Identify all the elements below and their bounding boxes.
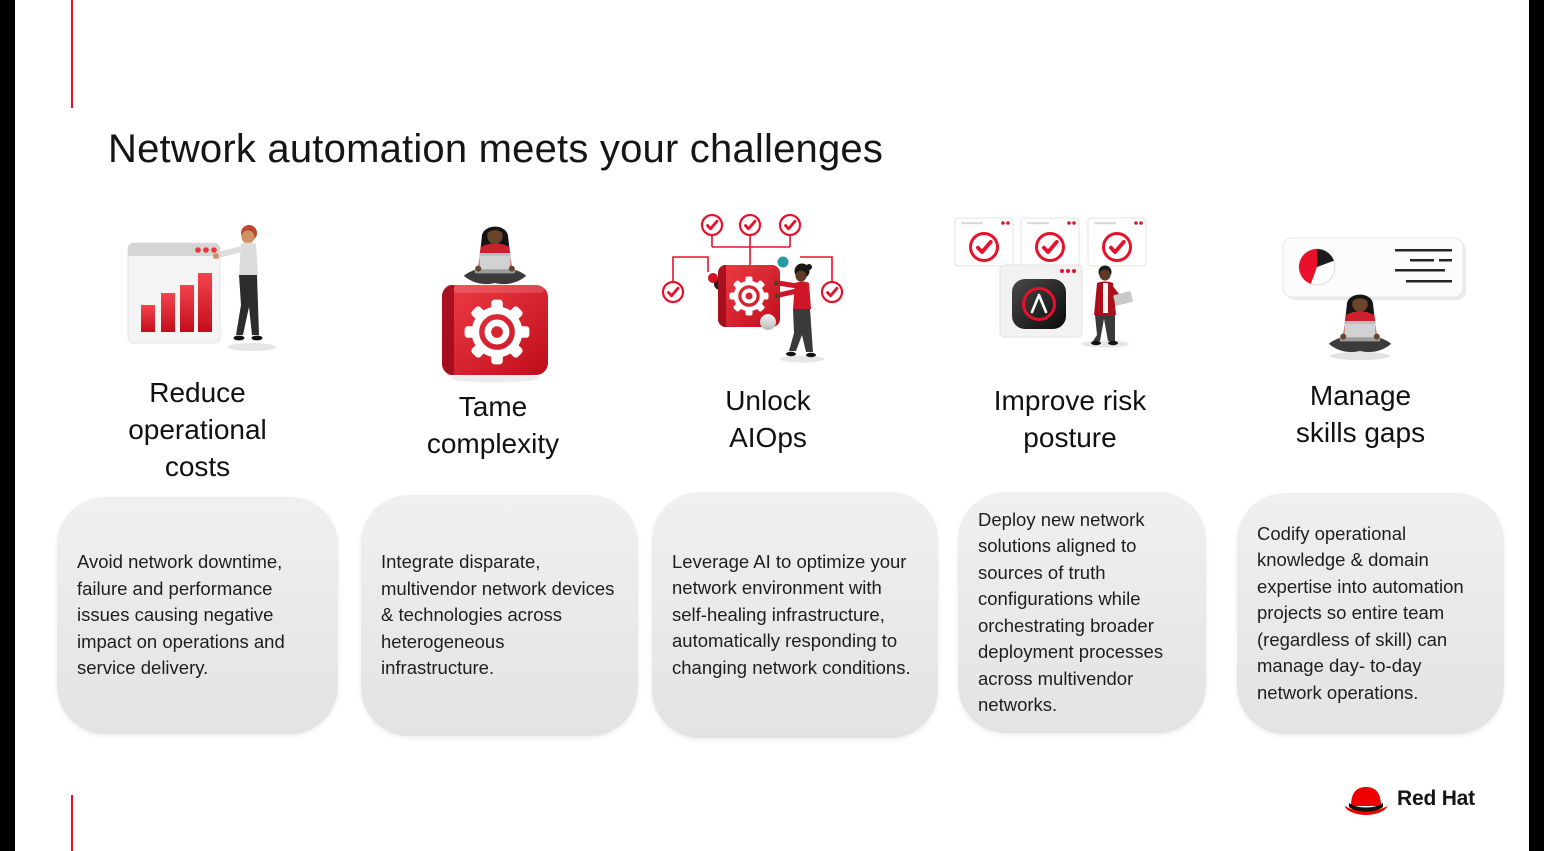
card-box-tame-complexity: Integrate disparate, multivendor network… <box>361 495 638 736</box>
standing-person-figure <box>773 263 816 358</box>
check-circle-icon <box>661 280 685 304</box>
left-edge-black-bar <box>0 0 15 851</box>
card-description: Avoid network downtime, failure and perf… <box>77 551 285 679</box>
gear-cube-illustration <box>441 226 548 383</box>
redhat-logo-text: Red Hat <box>1397 787 1475 810</box>
card-title-improve-risk: Improve risk posture <box>993 385 1147 453</box>
bottom-red-accent-line <box>71 795 73 851</box>
right-edge-black-bar <box>1529 0 1544 851</box>
aiops-network-illustration <box>661 213 844 363</box>
card-box-manage-skills: Codify operational knowledge & domain ex… <box>1237 493 1504 734</box>
sitting-person-figure <box>463 226 527 285</box>
card-title-tame-complexity: Tame complexity <box>426 391 560 459</box>
risk-posture-illustration <box>954 217 1147 348</box>
redhat-logo: Red Hat <box>1343 782 1475 816</box>
sitting-person-figure <box>1328 294 1392 353</box>
card-box-reduce-costs: Avoid network downtime, failure and perf… <box>57 497 338 734</box>
bar-chart-window-illustration <box>127 225 276 351</box>
browser-window-check <box>1087 217 1147 267</box>
ansible-logo <box>1012 279 1066 329</box>
check-circle-icon <box>738 213 762 237</box>
slide-title: Network automation meets your challenges <box>108 126 884 171</box>
card-title-reduce-costs: Reduce operational costs <box>128 377 267 482</box>
browser-window-check <box>1020 217 1080 267</box>
text-lines-icon <box>1395 249 1452 283</box>
card-title-manage-skills: Manage skills gaps <box>1295 380 1426 448</box>
check-circle-icon <box>820 280 844 304</box>
card-description: Deploy new network solutions aligned to … <box>978 508 1164 716</box>
browser-window-check <box>954 217 1014 267</box>
standing-person-figure <box>213 225 263 341</box>
standing-person-with-laptop-figure <box>1091 265 1133 346</box>
card-box-unlock-aiops: Leverage AI to optimize your network env… <box>652 492 938 738</box>
card-title-unlock-aiops: Unlock AIOps <box>725 385 811 453</box>
top-red-accent-line <box>71 0 73 108</box>
card-description: Codify operational knowledge & domain ex… <box>1257 522 1464 703</box>
check-circle-icon <box>700 213 724 237</box>
check-circle-icon <box>778 213 802 237</box>
red-fedora-icon <box>1345 787 1387 815</box>
card-description: Integrate disparate, multivendor network… <box>381 551 615 679</box>
card-description: Leverage AI to optimize your network env… <box>672 550 911 678</box>
skills-dashboard-illustration <box>1282 237 1466 360</box>
pie-chart-icon <box>1298 248 1336 286</box>
card-box-improve-risk: Deploy new network solutions aligned to … <box>958 492 1206 733</box>
